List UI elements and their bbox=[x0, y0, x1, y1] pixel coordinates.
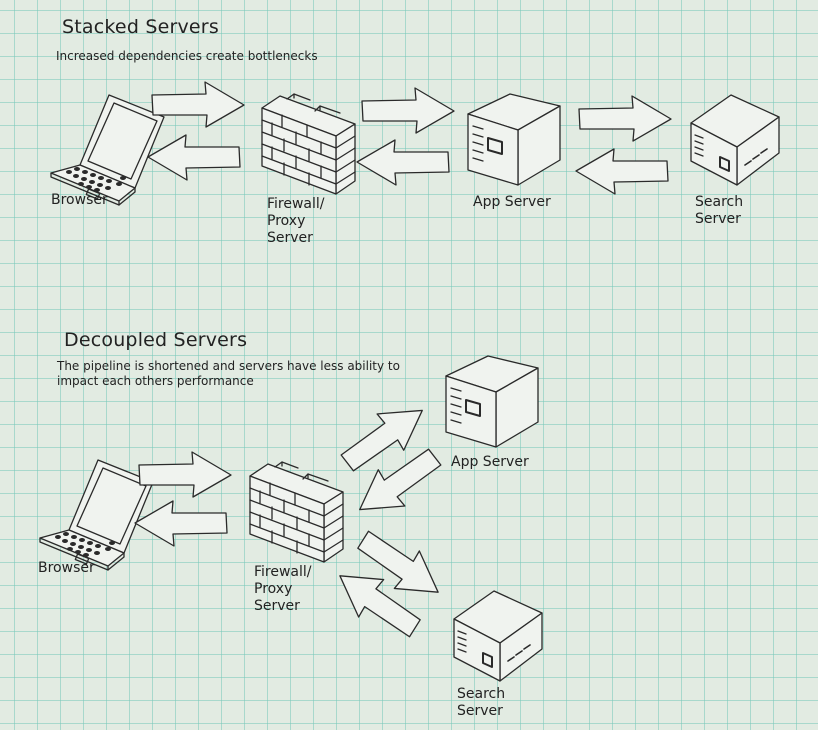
decoupled-app-server-label: App Server bbox=[451, 454, 529, 470]
decoupled-search-server-label: Search Server bbox=[457, 686, 506, 719]
stacked-browser-label: Browser bbox=[51, 192, 108, 208]
stacked-arrow-app-to-search bbox=[578, 95, 672, 142]
decoupled-arrow-browser-to-firewall bbox=[138, 451, 232, 498]
stacked-arrow-browser-to-firewall bbox=[151, 81, 245, 128]
decoupled-firewall-label: Firewall/ Proxy Server bbox=[254, 564, 312, 614]
decoupled-browser-label: Browser bbox=[38, 560, 95, 576]
decoupled-app-server-box-icon bbox=[445, 355, 539, 448]
stacked-title: Stacked Servers bbox=[62, 16, 219, 38]
stacked-description: Increased dependencies create bottleneck… bbox=[56, 49, 318, 63]
stacked-firewall-brick-wall-icon bbox=[261, 93, 356, 195]
stacked-arrow-search-to-app bbox=[575, 148, 669, 195]
decoupled-title: Decoupled Servers bbox=[64, 329, 248, 351]
decoupled-arrow-firewall-to-browser bbox=[134, 500, 228, 547]
stacked-app-server-label: App Server bbox=[473, 194, 551, 210]
stacked-arrow-firewall-to-app bbox=[361, 87, 455, 134]
decoupled-firewall-brick-wall-icon bbox=[249, 461, 344, 563]
stacked-arrow-app-to-firewall bbox=[356, 139, 450, 186]
stacked-arrow-firewall-to-browser bbox=[147, 134, 241, 181]
decoupled-browser-laptop-icon bbox=[39, 459, 154, 571]
stacked-app-server-box-icon bbox=[467, 93, 561, 186]
stacked-firewall-label: Firewall/ Proxy Server bbox=[267, 196, 325, 246]
decoupled-description: The pipeline is shortened and servers ha… bbox=[57, 359, 400, 388]
decoupled-search-server-box-icon bbox=[453, 590, 543, 682]
stacked-search-server-label: Search Server bbox=[695, 194, 744, 227]
stacked-browser-laptop-icon bbox=[50, 94, 165, 206]
stacked-search-server-box-icon bbox=[690, 94, 780, 186]
